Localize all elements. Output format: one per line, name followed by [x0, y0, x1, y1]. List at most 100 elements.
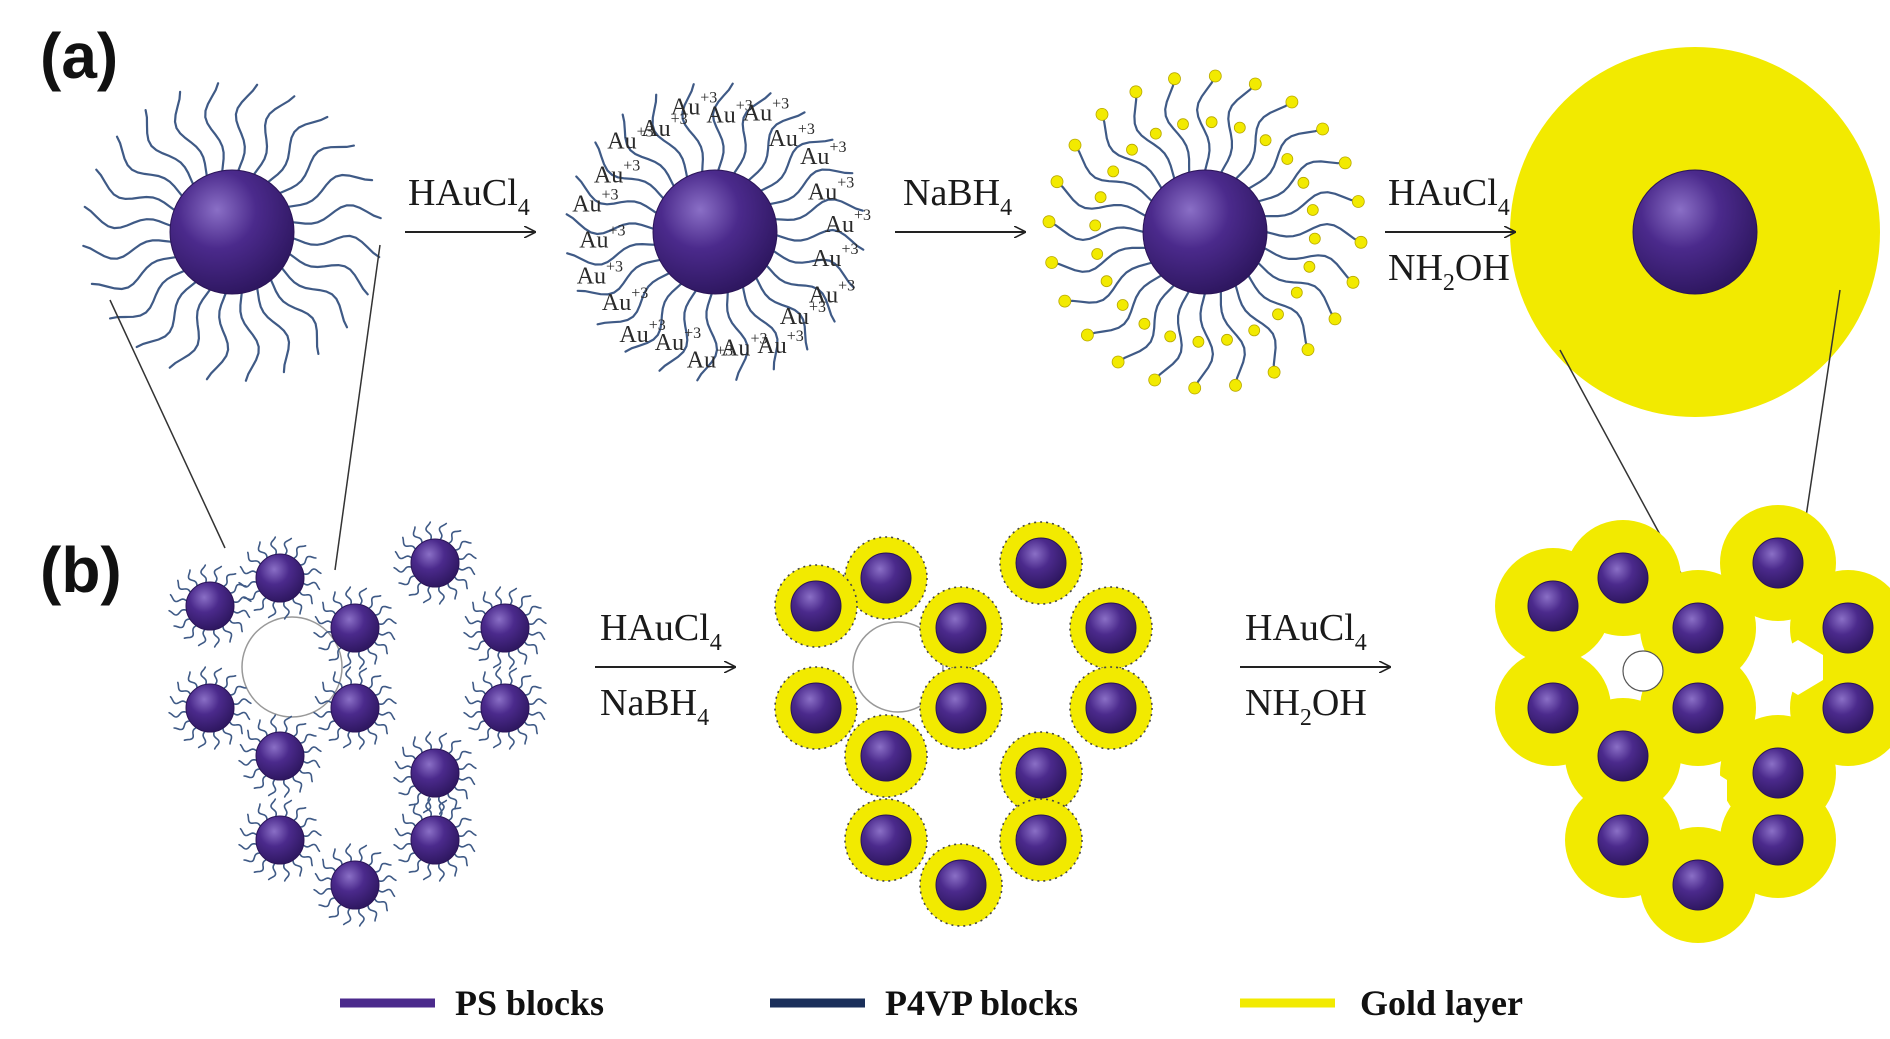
- ps-core: [1015, 537, 1067, 589]
- reagent-a1: HAuCl4: [408, 172, 530, 221]
- au-ion-charge: +3: [787, 328, 804, 345]
- au-ion-label: Au+3: [572, 187, 618, 218]
- p4vp-chain: [291, 234, 381, 259]
- gold-seed: [1081, 328, 1094, 342]
- p4vp-chain: [526, 618, 547, 625]
- ps-core: [1752, 747, 1804, 799]
- p4vp-chain: [247, 551, 262, 566]
- au-ion-charge: +3: [838, 277, 855, 294]
- gold-seed: [1095, 108, 1109, 121]
- p4vp-chain: [301, 830, 322, 837]
- au-ion-label: Au+3: [655, 325, 701, 356]
- p4vp-chain: [332, 848, 344, 867]
- p4vp-chain: [1219, 82, 1257, 175]
- p4vp-chain: [298, 590, 313, 605]
- p4vp-chain: [358, 906, 365, 927]
- p4vp-chain: [298, 817, 317, 829]
- au-ion-label: Au+3: [800, 139, 846, 170]
- ps-core: [410, 538, 460, 588]
- void-pore: [241, 616, 343, 718]
- p4vp-chain: [291, 774, 303, 793]
- p4vp-chain: [422, 584, 432, 604]
- gold-seed: [1346, 275, 1360, 289]
- p4vp-chain: [1256, 160, 1347, 203]
- p4vp-chain: [373, 685, 392, 697]
- p4vp-chain: [463, 711, 484, 718]
- p4vp-chain: [373, 605, 392, 617]
- reagent-a3-top: HAuCl4: [1388, 172, 1510, 221]
- gold-seed: [1094, 191, 1107, 204]
- p4vp-chain: [228, 618, 243, 633]
- gold-seed: [1272, 308, 1284, 321]
- ps-core: [330, 683, 380, 733]
- p4vp-chain: [1262, 191, 1360, 218]
- p4vp-chain: [228, 720, 243, 735]
- p4vp-chain: [247, 813, 262, 828]
- legend-label-p4vp: P4VP blocks: [885, 983, 1078, 1023]
- au-ion-label: Au+3: [687, 343, 733, 374]
- p4vp-chain: [314, 615, 334, 625]
- p4vp-chain: [257, 719, 269, 738]
- gold-seed: [1338, 156, 1352, 170]
- p4vp-chain: [213, 565, 223, 585]
- p4vp-chain: [725, 290, 749, 381]
- p4vp-chain: [342, 906, 352, 926]
- p4vp-chain: [177, 579, 192, 594]
- gold-seed: [1290, 286, 1303, 299]
- au-ion-label: Au+3: [671, 90, 717, 121]
- p4vp-chain: [523, 605, 542, 617]
- p4vp-chain: [204, 82, 225, 173]
- p4vp-chain: [358, 729, 365, 750]
- p4vp-chain: [658, 289, 698, 372]
- p4vp-chain: [468, 639, 487, 651]
- p4vp-chain: [464, 615, 484, 625]
- ps-core: [480, 683, 530, 733]
- p4vp-chain: [322, 601, 337, 616]
- p4vp-chain: [1117, 283, 1176, 364]
- p4vp-chain: [464, 695, 484, 705]
- gold-seed: [1045, 256, 1059, 269]
- p4vp-chain: [621, 113, 676, 188]
- p4vp-chain: [183, 624, 198, 639]
- p4vp-chain: [169, 695, 189, 705]
- au-ion-element: Au: [808, 180, 837, 206]
- p4vp-chain: [1050, 246, 1148, 273]
- p4vp-chain: [200, 666, 207, 687]
- p4vp-chain: [328, 903, 343, 918]
- p4vp-chain: [425, 731, 432, 752]
- gold-seed: [1308, 232, 1321, 245]
- p4vp-chain: [283, 537, 293, 557]
- p4vp-chain: [1073, 144, 1154, 203]
- p4vp-chain: [394, 550, 414, 560]
- ps-core: [1672, 859, 1724, 911]
- p4vp-chain: [438, 799, 448, 819]
- p4vp-chain: [393, 566, 414, 573]
- p4vp-chain: [1164, 77, 1191, 175]
- p4vp-chain: [624, 282, 683, 353]
- ps-core: [480, 603, 530, 653]
- p4vp-chain: [298, 768, 313, 783]
- gold-seed: [1281, 153, 1294, 165]
- p4vp-chain: [366, 903, 378, 922]
- gold-seed: [1177, 118, 1189, 131]
- p4vp-chain: [222, 573, 237, 588]
- p4vp-chain: [456, 553, 477, 560]
- p4vp-chain: [508, 587, 518, 607]
- au-ion-label: Au+3: [812, 241, 858, 272]
- p4vp-chain: [367, 852, 382, 867]
- au-ion-element: Au: [743, 101, 772, 127]
- p4vp-chain: [243, 767, 262, 779]
- p4vp-chain: [508, 667, 518, 687]
- p4vp-chain: [422, 861, 432, 881]
- ps-core: [1822, 602, 1874, 654]
- p4vp-chain: [267, 861, 277, 881]
- p4vp-chain: [453, 817, 472, 829]
- ps-core: [1527, 580, 1579, 632]
- p4vp-chain: [517, 675, 532, 690]
- gold-seed: [1149, 127, 1162, 140]
- gold-seed: [1089, 219, 1102, 232]
- p4vp-chain: [243, 851, 262, 863]
- ps-core: [1632, 169, 1758, 295]
- p4vp-chain: [772, 249, 855, 289]
